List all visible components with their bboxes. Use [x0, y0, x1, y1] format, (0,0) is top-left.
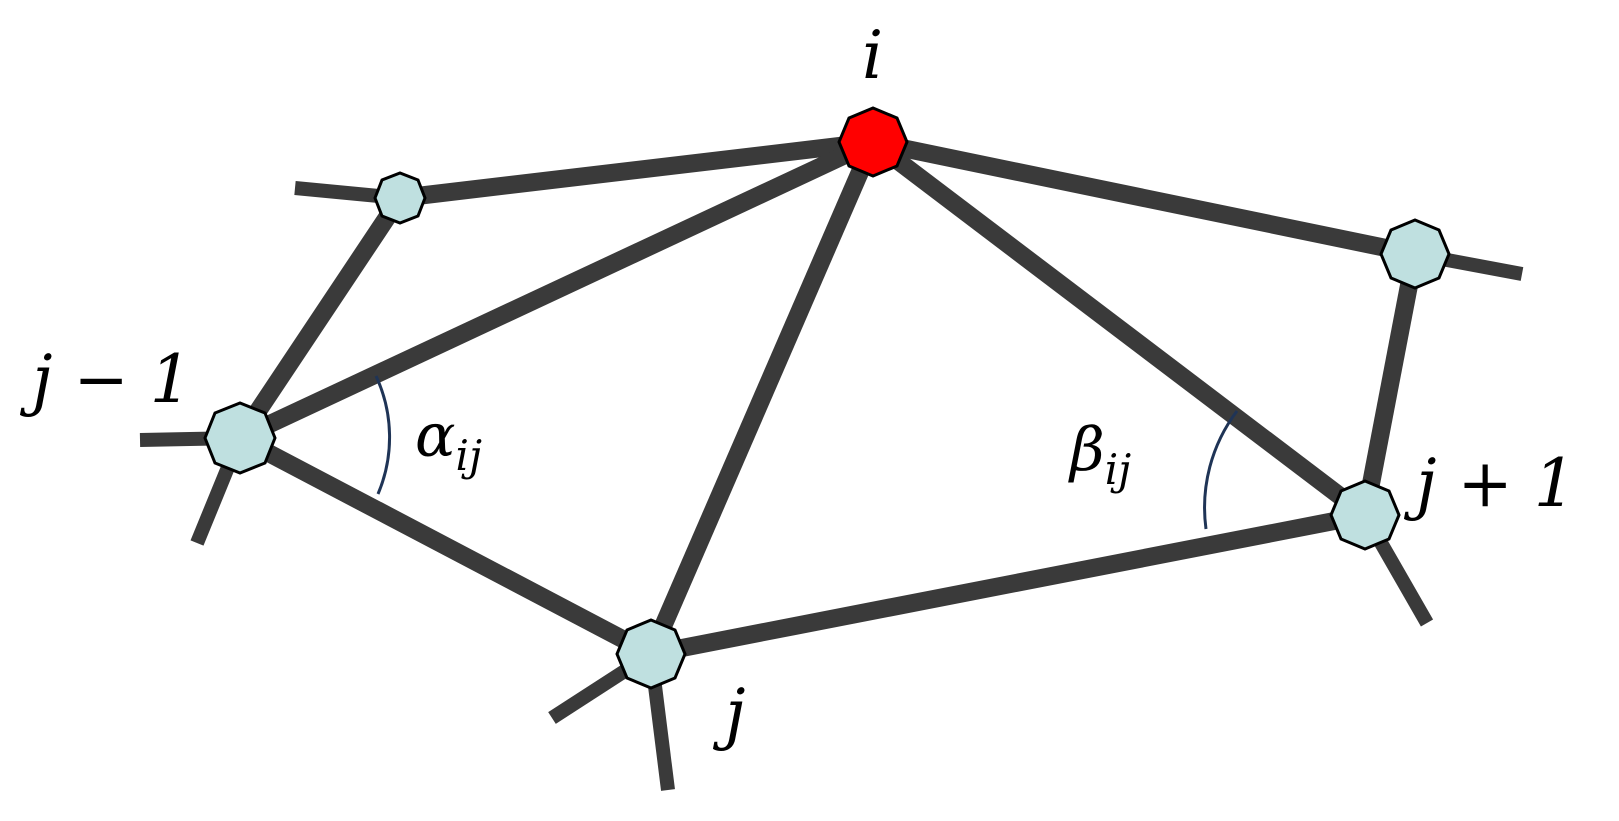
alpha-symbol: α: [415, 401, 456, 471]
vertex-j-plus-1: [1329, 479, 1401, 551]
beta-symbol: β: [1068, 415, 1105, 485]
edge-i-j-plus-1: [867, 134, 1371, 523]
label-angle-alpha: αij: [415, 401, 482, 480]
vertex-j-minus-1: [203, 401, 277, 475]
alpha-subscript: ij: [456, 431, 482, 480]
vertex-top-right: [1379, 218, 1451, 290]
edge-j-minus-1-j: [235, 430, 656, 662]
edge-j-j-plus-1: [649, 506, 1367, 663]
beta-subscript: ij: [1105, 445, 1131, 494]
edge-i-j-minus-1: [236, 133, 877, 447]
vertex-i: [837, 106, 909, 178]
mesh-vertices: [203, 106, 1451, 690]
edge-top-left-j-minus-1: [232, 193, 408, 443]
label-vertex-j: j: [712, 675, 745, 752]
vertex-j: [615, 618, 687, 690]
angle-arc-alpha: [374, 375, 392, 495]
label-vertex-i: i: [862, 17, 883, 94]
edge-i-top-right: [871, 133, 1417, 263]
label-angle-beta: βij: [1068, 415, 1131, 494]
mesh-edges: [232, 133, 1424, 663]
vertex-top-left: [373, 171, 427, 225]
edge-i-top-left: [398, 133, 875, 207]
edge-i-j: [642, 138, 882, 658]
label-vertex-j-plus-1: j + 1: [1403, 445, 1576, 522]
edge-top-right-j-plus-1: [1356, 252, 1424, 517]
angle-arc-beta: [1203, 410, 1239, 530]
label-vertex-j-minus-1: j − 1: [19, 341, 192, 418]
